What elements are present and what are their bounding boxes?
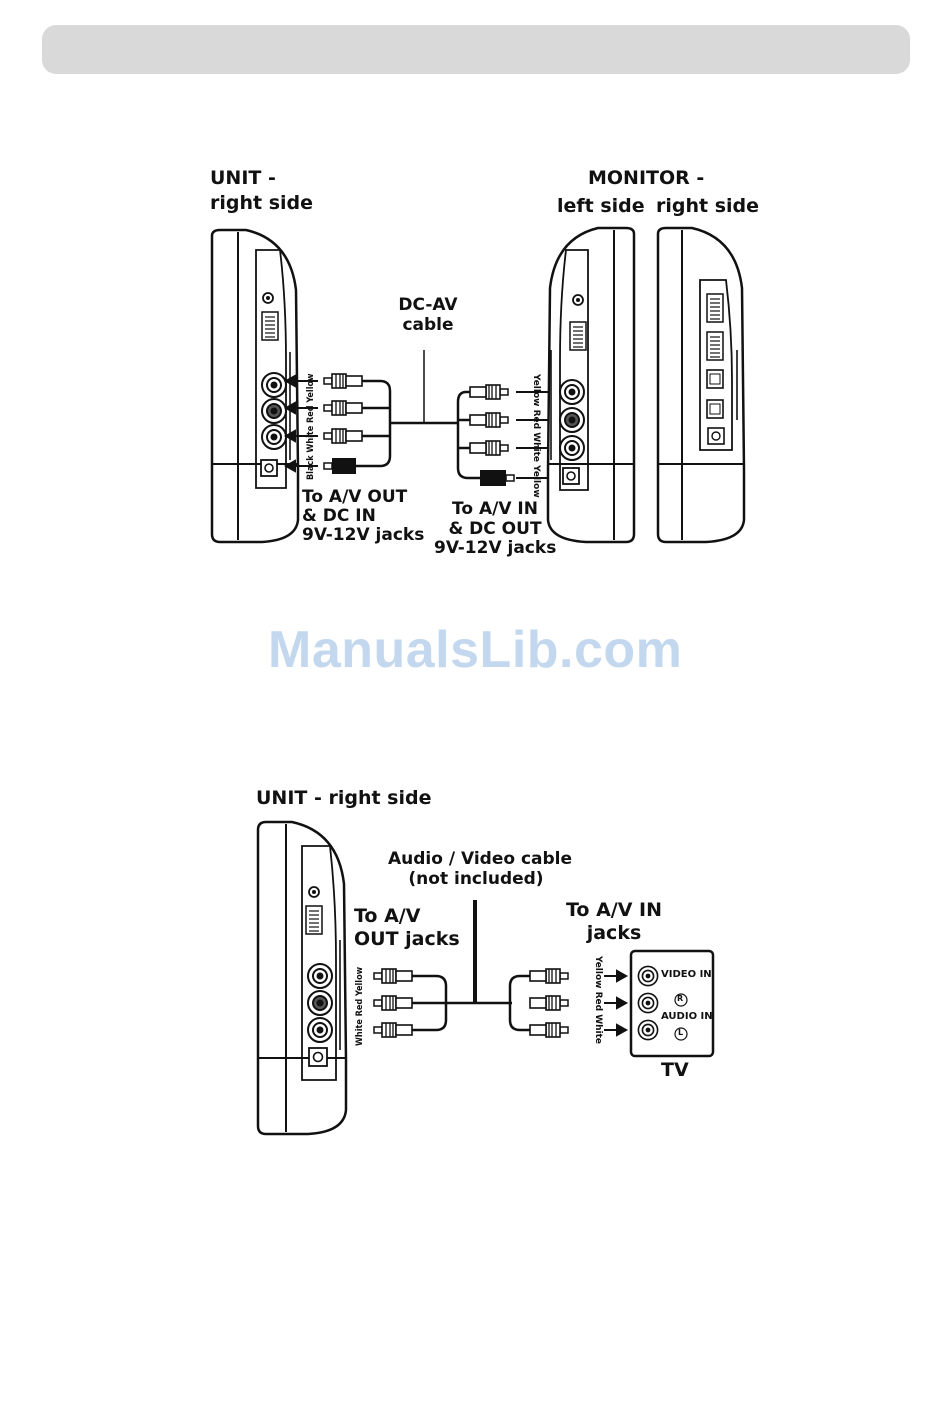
av-cable-label-line2: (not included)	[408, 869, 544, 889]
tv-in-jacks-label-line1: To A/V IN	[565, 899, 663, 921]
left-channel-label: L	[678, 1028, 684, 1037]
monitor-left-side-label: left side	[557, 195, 645, 217]
monitor-jacks-label-line2: & DC OUT	[448, 519, 542, 539]
monitor-right-side	[656, 226, 746, 544]
monitor-label: MONITOR -	[588, 167, 705, 189]
unit-out-jacks-label-line1: To A/V	[354, 905, 421, 927]
unit-jacks-label-line1: To A/V OUT	[302, 487, 408, 507]
unit-label-line1: UNIT -	[210, 167, 276, 189]
dcav-cable-label-line1: DC-AV	[398, 295, 458, 315]
tv-label: TV	[661, 1059, 689, 1081]
dcav-cable-label-line2: cable	[402, 315, 454, 335]
unit-plug-colors-2: White Red Yellow	[355, 966, 365, 1046]
tv-panel	[629, 949, 715, 1058]
monitor-jacks-label-line1: To A/V IN	[452, 499, 538, 519]
av-cable-label-line1: Audio / Video cable	[388, 849, 573, 869]
unit-jacks-label-line3: 9V-12V jacks	[302, 525, 425, 545]
video-in-label: VIDEO IN	[661, 969, 712, 980]
monitor-jacks-label-line3: 9V-12V jacks	[434, 538, 557, 558]
unit-plug-colors: Black White Red Yellow	[306, 373, 316, 480]
monitor-right-side-label: right side	[656, 195, 760, 217]
right-channel-label: R	[677, 994, 684, 1003]
watermark: ManualsLib.com	[268, 621, 683, 679]
unit-device-side-1	[210, 228, 300, 544]
unit-out-jacks-label-line2: OUT jacks	[354, 928, 460, 950]
audio-in-label: AUDIO IN	[661, 1011, 713, 1022]
unit-jacks-label-line2: & DC IN	[302, 506, 376, 526]
monitor-left-side	[546, 226, 636, 544]
tv-in-jacks-label-line2: jacks	[586, 922, 642, 944]
monitor-plug-colors: Yellow Red White Yellow	[531, 374, 541, 498]
unit-label-line2: right side	[210, 192, 314, 214]
unit-device-side-2	[256, 820, 348, 1136]
unit-right-side-label: UNIT - right side	[256, 787, 432, 809]
header-bar	[42, 25, 910, 74]
tv-plug-colors: Yellow Red White	[593, 956, 603, 1045]
